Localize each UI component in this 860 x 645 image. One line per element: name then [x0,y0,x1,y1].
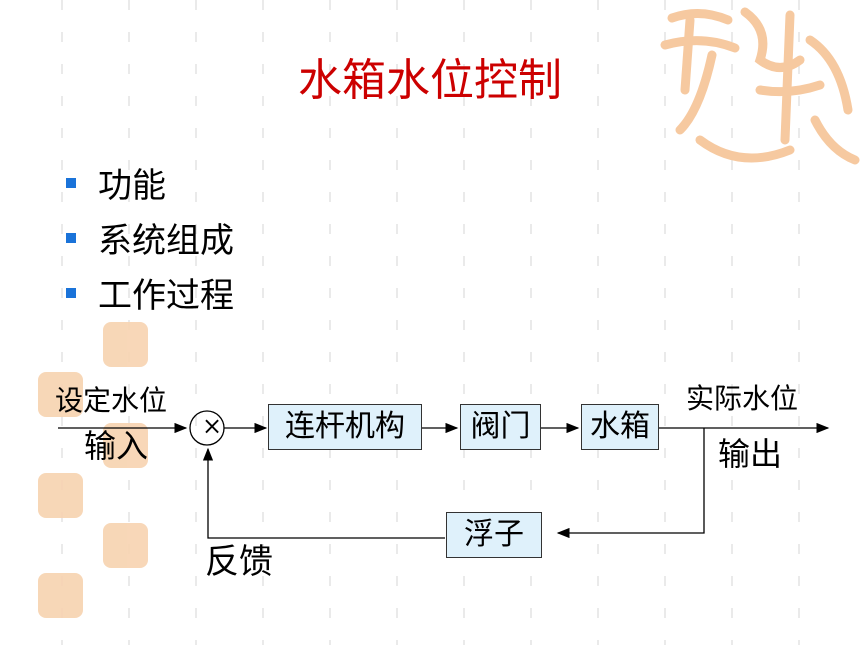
arrow-to-float [556,428,705,539]
summing-junction-symbol: × [202,412,223,440]
bullet-item: 系统组成 [66,210,234,265]
seal-logo-large [660,7,860,165]
output-sublabel: 输出 [718,435,783,473]
tank-block: 水箱 [581,404,659,450]
bullet-list: 功能 系统组成 工作过程 [66,155,234,320]
bullet-item: 功能 [66,155,234,210]
output-label: 实际水位 [686,382,799,415]
bullet-text: 功能 [98,166,166,206]
linkage-block: 连杆机构 [268,404,422,450]
feedback-arrow [202,447,445,539]
bullet-item: 工作过程 [66,265,234,320]
bullet-text: 工作过程 [98,276,234,316]
bullet-square-icon [66,287,76,298]
float-block: 浮子 [446,512,542,558]
bullet-text: 系统组成 [98,221,234,261]
input-label: 设定水位 [55,384,168,417]
bullet-square-icon [66,232,76,243]
seal-icons [38,322,148,618]
input-sublabel: 输入 [84,427,149,465]
valve-block: 阀门 [460,404,541,450]
slide-title: 水箱水位控制 [298,55,562,106]
feedback-label: 反馈 [205,542,273,582]
bullet-square-icon [66,177,76,188]
